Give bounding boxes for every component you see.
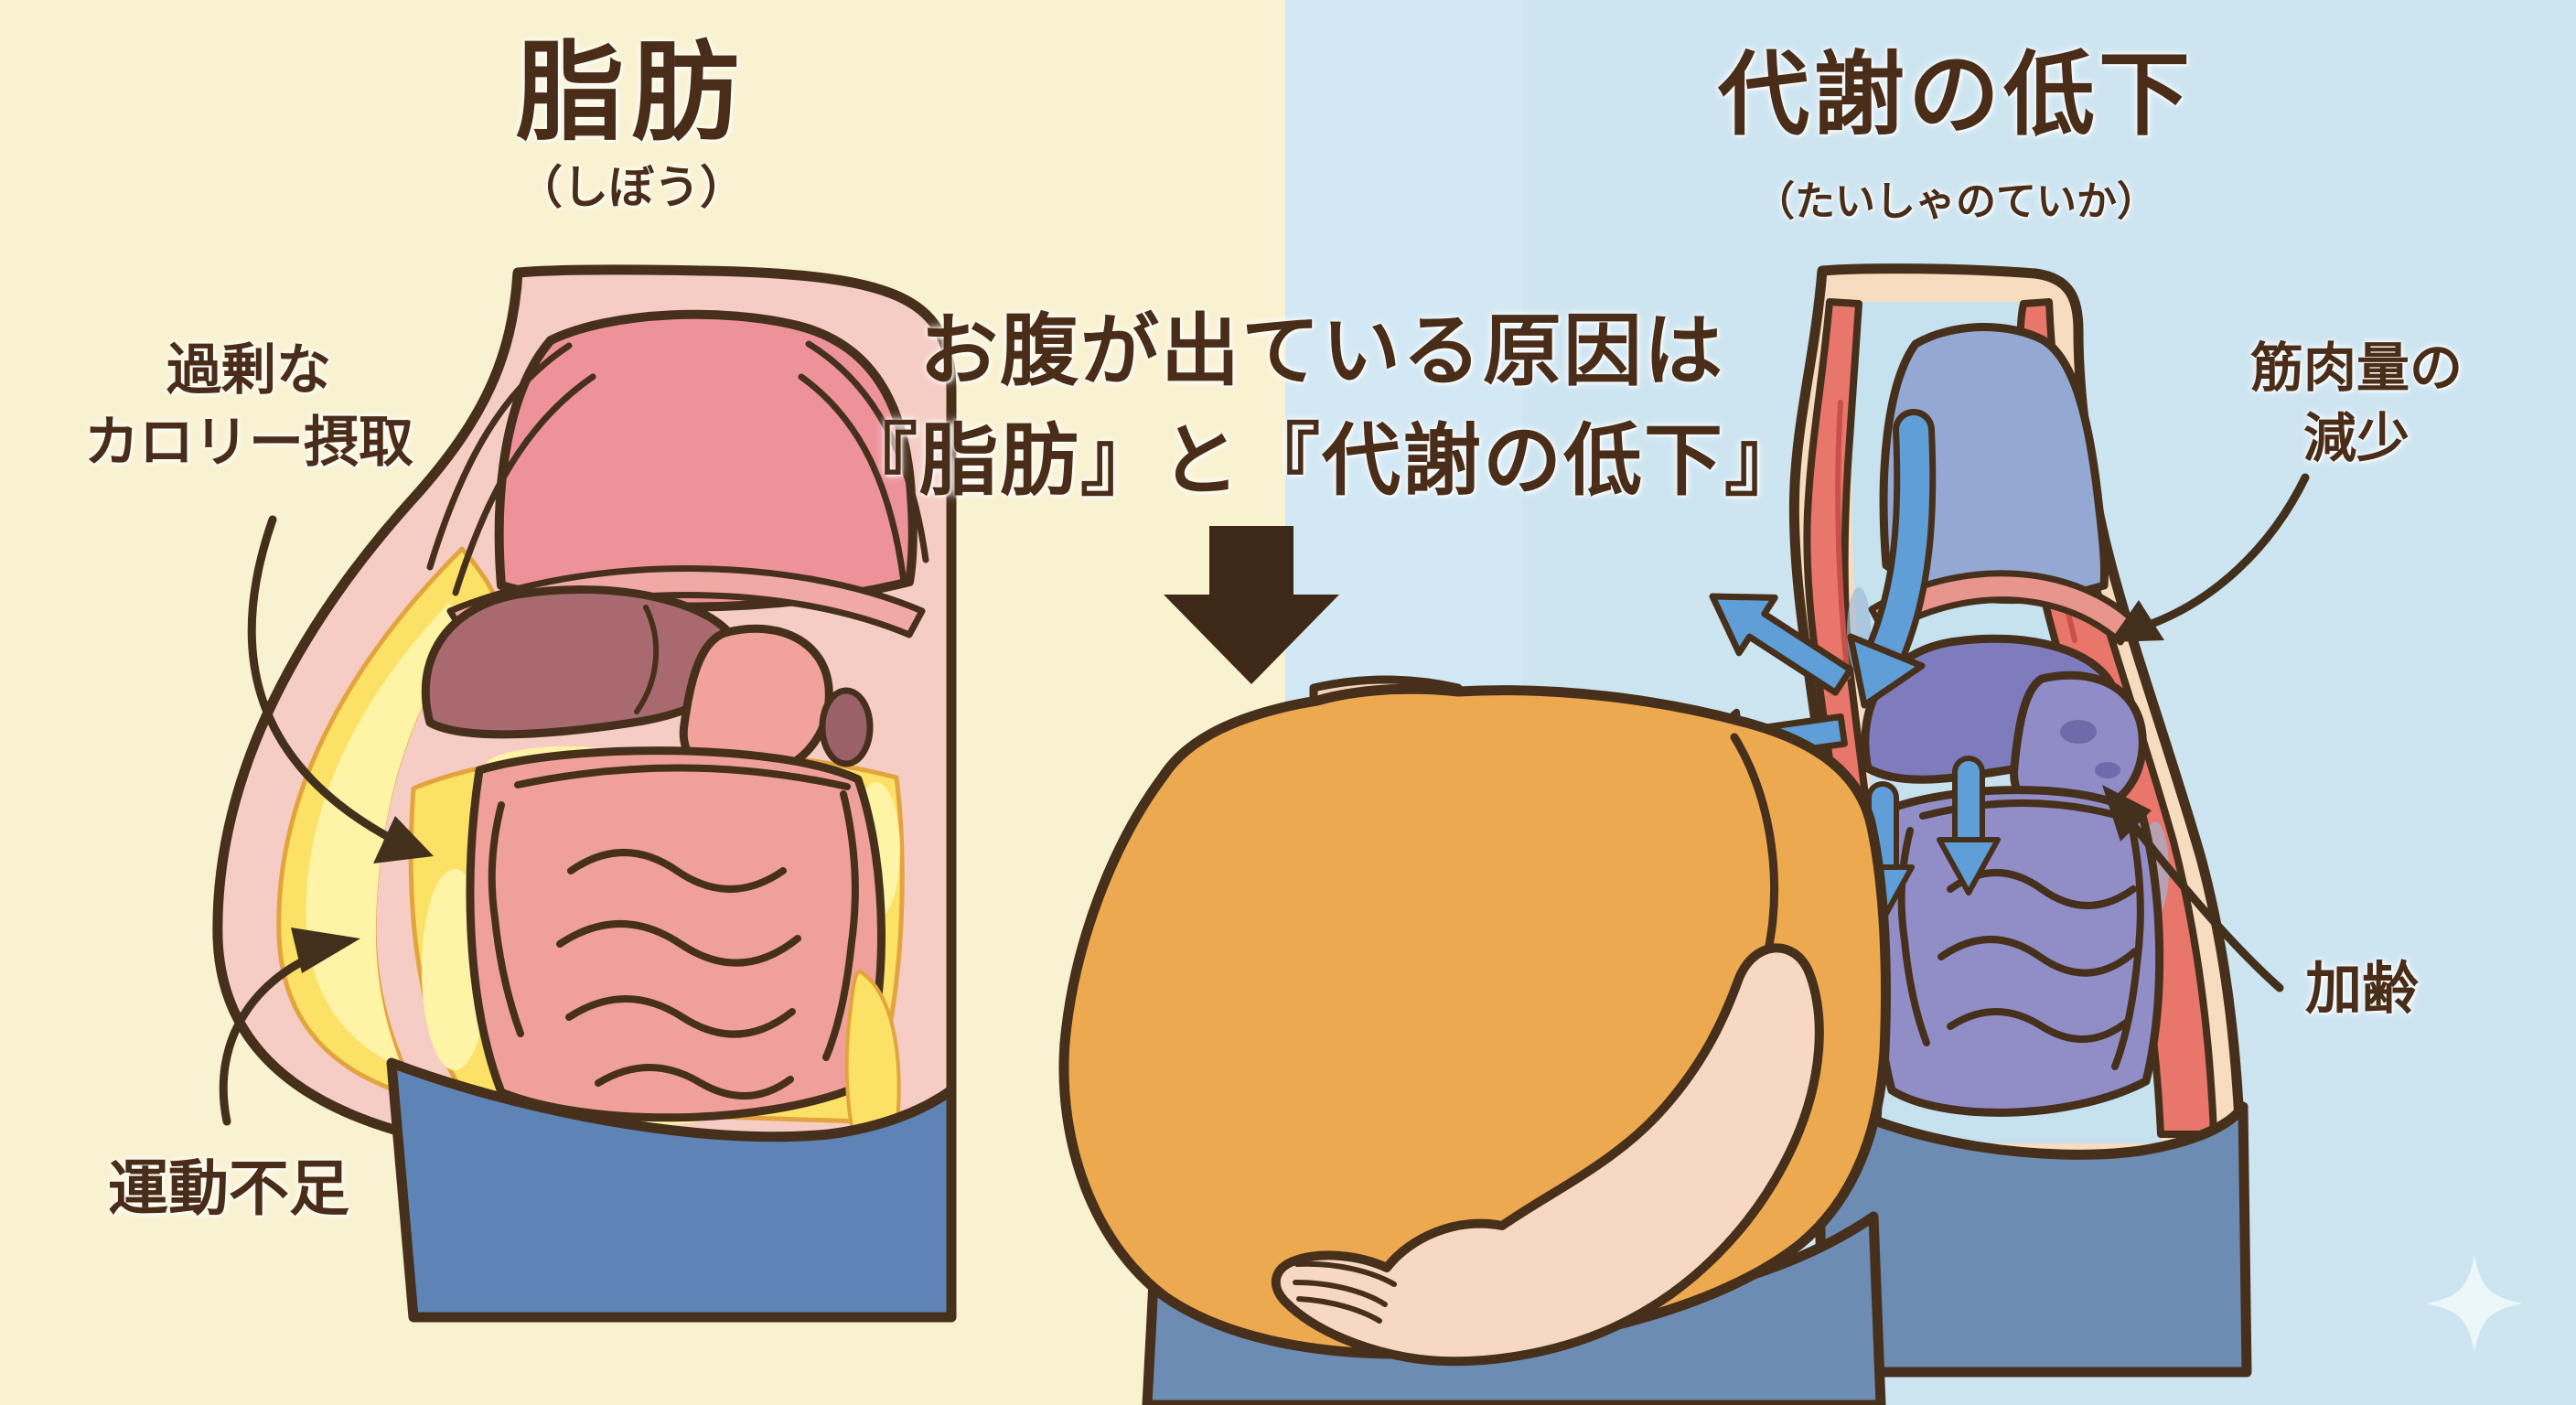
right-stomach-spots xyxy=(2060,720,2120,778)
right-intestine-coils xyxy=(1897,799,2144,1070)
big-down-arrow-icon xyxy=(1164,526,1339,684)
right-torso-pants xyxy=(1813,1089,2252,1378)
left-intestines xyxy=(466,746,886,1122)
left-torso-pants xyxy=(386,1057,957,1323)
aging-arrowhead-icon xyxy=(2102,785,2152,842)
exercise-arrowhead-icon xyxy=(291,928,360,973)
person-finger-lines xyxy=(1293,1260,1397,1324)
calorie-arrowhead-icon xyxy=(373,816,434,863)
metabolism-torso-illustration xyxy=(1685,263,2252,1378)
label-muscle-loss: 筋肉量の 減少 xyxy=(2249,337,2463,469)
sparkle-icon xyxy=(2426,1255,2523,1352)
label-aging: 加齢 xyxy=(2304,955,2420,1022)
left-rib-lines xyxy=(426,340,929,596)
left-panel-title: 脂肪 xyxy=(515,29,747,156)
left-spleen xyxy=(819,687,874,767)
calorie-arrow xyxy=(247,515,398,844)
left-chest-cavity xyxy=(494,309,918,612)
label-arrowheads xyxy=(291,600,2164,973)
person-arm-hand xyxy=(1271,943,1824,1367)
belly-person-figure xyxy=(1058,675,1891,1405)
left-subcutaneous-fat-highlight xyxy=(306,604,480,1068)
label-arrows xyxy=(219,473,2310,1126)
label-excess-calorie: 過剰な カロリー摂取 xyxy=(84,338,413,476)
metabolism-intake-arrow-icon xyxy=(1847,409,1937,709)
right-panel-reading: （たいしゃのていか） xyxy=(1755,178,2157,225)
headline-line2: 『脂肪』と『代謝の低下』 xyxy=(839,415,1805,507)
left-panel-reading: （しぼう） xyxy=(517,161,746,214)
metabolism-down-arrow-icons xyxy=(1851,756,2001,923)
aging-arrow xyxy=(2129,820,2284,992)
left-liver-lobe-line xyxy=(634,605,660,714)
muscle-arrowhead-icon xyxy=(2109,600,2164,642)
label-lack-of-exercise: 運動不足 xyxy=(108,1153,349,1224)
left-intestine-coils xyxy=(488,764,859,1100)
headline-line1: お腹が出ている原因は xyxy=(919,306,1724,397)
muscle-arrow xyxy=(2147,473,2310,628)
right-panel-title: 代謝の低下 xyxy=(1718,41,2194,148)
fat-torso-illustration xyxy=(212,264,957,1323)
